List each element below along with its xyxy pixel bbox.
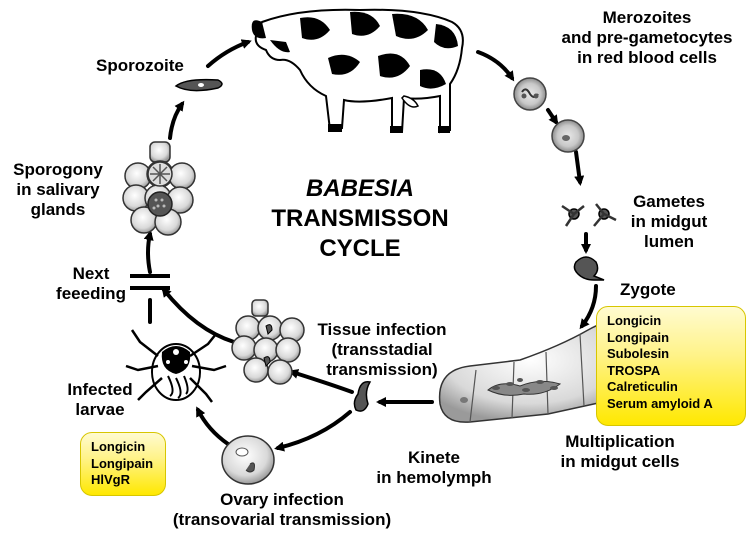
arrow-cow-to-merozoites xyxy=(476,50,515,82)
label-multiplication-line-1: Multiplication xyxy=(565,432,675,451)
ovary-molecule-1: Longicin xyxy=(91,439,146,454)
title-line-3: CYCLE xyxy=(319,235,401,262)
tick-icon xyxy=(125,329,227,403)
label-merozoites-line-1: Merozoites xyxy=(602,8,692,27)
arrow-kinete-to-tissue xyxy=(288,369,354,394)
label-sporogony-line-1: Sporogony xyxy=(13,160,103,179)
arrow-zygote-to-midgut xyxy=(579,284,598,330)
label-multiplication-line-2: in midgut cells xyxy=(560,452,680,471)
label-tissue-line-2: (transstadial xyxy=(331,340,433,359)
title-line-2: TRANSMISSON xyxy=(271,205,449,232)
arrow-tissue-to-feeding xyxy=(161,286,236,344)
cycle-arrows xyxy=(143,39,598,452)
midgut-molecule-5: Calreticulin xyxy=(607,379,678,394)
midgut-molecule-2: Longipain xyxy=(607,329,670,345)
label-tissue: Tissue infection (transstadial transmiss… xyxy=(296,320,468,380)
midgut-molecule-4: TROSPA xyxy=(607,362,661,378)
feeding-break-mark xyxy=(130,274,170,290)
label-multiplication: Multiplication in midgut cells xyxy=(540,432,700,472)
label-feeding-line-2: feeeding xyxy=(56,284,126,303)
label-zygote: Zygote xyxy=(620,280,676,299)
midgut-molecule-box: Longicin Longipain Subolesin TROSPA Calr… xyxy=(596,306,746,426)
arrow-rbc-to-gametes xyxy=(574,150,585,186)
red-blood-cell-icon xyxy=(513,77,547,111)
cow-icon xyxy=(251,8,464,134)
label-gametes: Gametes in midgut lumen xyxy=(624,192,714,252)
ovary-icon xyxy=(221,435,275,485)
label-merozoites: Merozoites and pre-gametocytes in red bl… xyxy=(542,8,752,68)
arrow-ovary-to-larvae xyxy=(196,406,230,446)
arrow-kinete-to-ovary xyxy=(274,410,352,452)
arrow-sporogony-to-sporozoite xyxy=(168,100,185,140)
gametes-icon xyxy=(561,203,617,227)
label-ovary-line-2: (transovarial transmission) xyxy=(172,510,392,529)
label-sporogony: Sporogony in salivary glands xyxy=(2,160,114,220)
salivary-gland-icon-sporogony xyxy=(122,141,196,236)
red-blood-cell-icon-2 xyxy=(551,119,585,153)
label-ovary-line-1: Ovary infection xyxy=(220,490,344,509)
label-sporogony-line-2: in salivary xyxy=(16,180,100,199)
zygote-icon xyxy=(573,256,605,281)
label-merozoites-line-3: in red blood cells xyxy=(577,48,717,67)
arrow-sporozoite-to-cow xyxy=(206,39,252,68)
label-larvae: Infected larvae xyxy=(50,380,150,420)
sporogony-radial-cell xyxy=(147,161,173,187)
title-line-1: BABESIA xyxy=(305,175,414,202)
ovary-molecule-2: Longipain xyxy=(91,455,154,471)
midgut-molecule-1: Longicin xyxy=(607,313,662,328)
ovary-molecule-box: Longicin Longipain HlVgR xyxy=(80,432,166,496)
label-tissue-line-3: transmission) xyxy=(326,360,438,379)
label-kinete-line-1: Kinete xyxy=(408,448,460,467)
arrow-feeding-to-sporogony xyxy=(143,230,154,274)
label-kinete-line-2: in hemolymph xyxy=(376,468,492,487)
sporogony-dotted-cell xyxy=(147,191,173,217)
label-tissue-line-1: Tissue infection xyxy=(317,320,447,339)
label-gametes-line-3: lumen xyxy=(643,232,695,251)
label-gametes-line-1: Gametes xyxy=(633,192,705,211)
label-feeding: Next feeeding xyxy=(46,264,136,304)
label-sporogony-line-3: glands xyxy=(30,200,86,219)
label-sporozoite: Sporozoite xyxy=(96,56,184,75)
label-larvae-line-2: larvae xyxy=(75,400,125,419)
label-ovary: Ovary infection (transovarial transmissi… xyxy=(162,490,402,530)
label-merozoites-line-2: and pre-gametocytes xyxy=(561,28,733,47)
midgut-molecule-3: Subolesin xyxy=(607,346,670,361)
label-kinete: Kinete in hemolymph xyxy=(372,448,496,488)
kinete-icon xyxy=(353,381,372,412)
salivary-gland-icon-tissue xyxy=(231,299,305,385)
label-gametes-line-2: in midgut xyxy=(630,212,708,231)
ovary-molecule-3: HlVgR xyxy=(91,472,130,487)
label-larvae-line-1: Infected xyxy=(67,380,133,399)
arrow-rbc-to-rbc xyxy=(546,108,559,126)
label-feeding-line-1: Next xyxy=(72,264,110,283)
diagram-title: BABESIA TRANSMISSON CYCLE xyxy=(260,174,460,264)
midgut-molecule-6: Serum amyloid A xyxy=(607,395,713,411)
sporozoite-icon xyxy=(174,78,223,92)
